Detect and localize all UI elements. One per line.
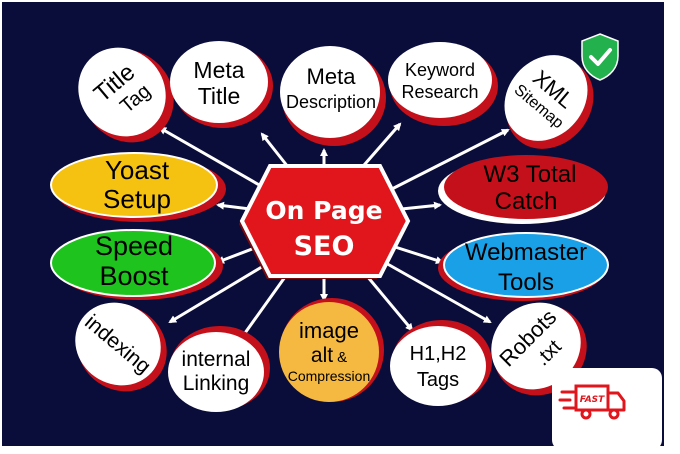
w3-total-catch-line1: W3 Total xyxy=(484,161,577,188)
center-title-line1: On Page xyxy=(265,196,382,225)
arrow-webmaster-tools xyxy=(391,244,444,264)
h1-h2-tags-line2: Tags xyxy=(417,369,459,391)
arrow-internal-linking xyxy=(238,269,292,342)
internal-linking-line1: internal xyxy=(182,348,251,371)
bubble-title-tag: Title Tag xyxy=(78,47,174,143)
w3-total-catch-line2: Catch xyxy=(495,188,558,215)
image-alt-word: alt xyxy=(311,344,333,367)
arrow-indexing xyxy=(168,260,271,324)
speed-boost-line1: Speed xyxy=(95,231,173,261)
internal-linking-line2: Linking xyxy=(183,372,250,395)
keyword-research-line2: Research xyxy=(401,82,478,102)
fast-label: FAST xyxy=(580,395,605,405)
image-alt-line1: image xyxy=(299,318,359,343)
h1-h2-tags-line1: H1,H2 xyxy=(410,343,467,365)
speed-boost-line2: Boost xyxy=(99,261,169,291)
yoast-setup-line2: Setup xyxy=(103,184,171,214)
bubble-image-alt: image alt& Compression xyxy=(279,298,384,402)
meta-description-line2: Description xyxy=(286,92,376,112)
bubble-h1-h2-tags: H1,H2 Tags xyxy=(390,320,492,406)
arrow-robots-txt xyxy=(383,260,492,324)
meta-description-line1: Meta xyxy=(307,64,357,89)
shield-check-icon xyxy=(581,33,619,81)
bubble-internal-linking: internal Linking xyxy=(168,326,270,412)
bubble-webmaster-tools: Webmaster Tools xyxy=(438,232,609,301)
image-alt-line3: Compression xyxy=(288,368,370,384)
center-title-line2: SEO xyxy=(294,231,355,262)
bubble-keyword-research: Keyword Research xyxy=(388,42,498,126)
meta-title-line1: Meta xyxy=(193,57,244,83)
bubble-xml-sitemap: XML Sitemap xyxy=(504,55,594,149)
bubble-speed-boost: Speed Boost xyxy=(50,229,223,300)
arrow-xml-sitemap xyxy=(385,128,510,194)
image-alt-amp: & xyxy=(337,349,347,366)
bubble-yoast-setup: Yoast Setup xyxy=(50,152,226,222)
webmaster-tools-line2: Tools xyxy=(498,269,554,296)
yoast-setup-line1: Yoast xyxy=(105,155,170,185)
image-alt-line2: alt& xyxy=(311,344,347,367)
bubble-indexing: indexing xyxy=(75,302,167,392)
fast-delivery-badge: FAST xyxy=(552,368,662,450)
meta-title-line2: Title xyxy=(198,83,241,109)
fast-delivery-truck-icon: FAST xyxy=(558,384,626,420)
arrow-h1-h2-tags xyxy=(360,269,414,332)
arrow-title-tag xyxy=(158,126,269,192)
center-node: On Page SEO xyxy=(239,164,411,279)
bubble-meta-title: Meta Title xyxy=(170,41,273,128)
keyword-research-line1: Keyword xyxy=(405,60,475,80)
bubble-w3-total-catch: W3 Total Catch xyxy=(438,155,608,224)
webmaster-tools-line1: Webmaster xyxy=(465,239,587,266)
bubble-meta-description: Meta Description xyxy=(280,46,386,146)
